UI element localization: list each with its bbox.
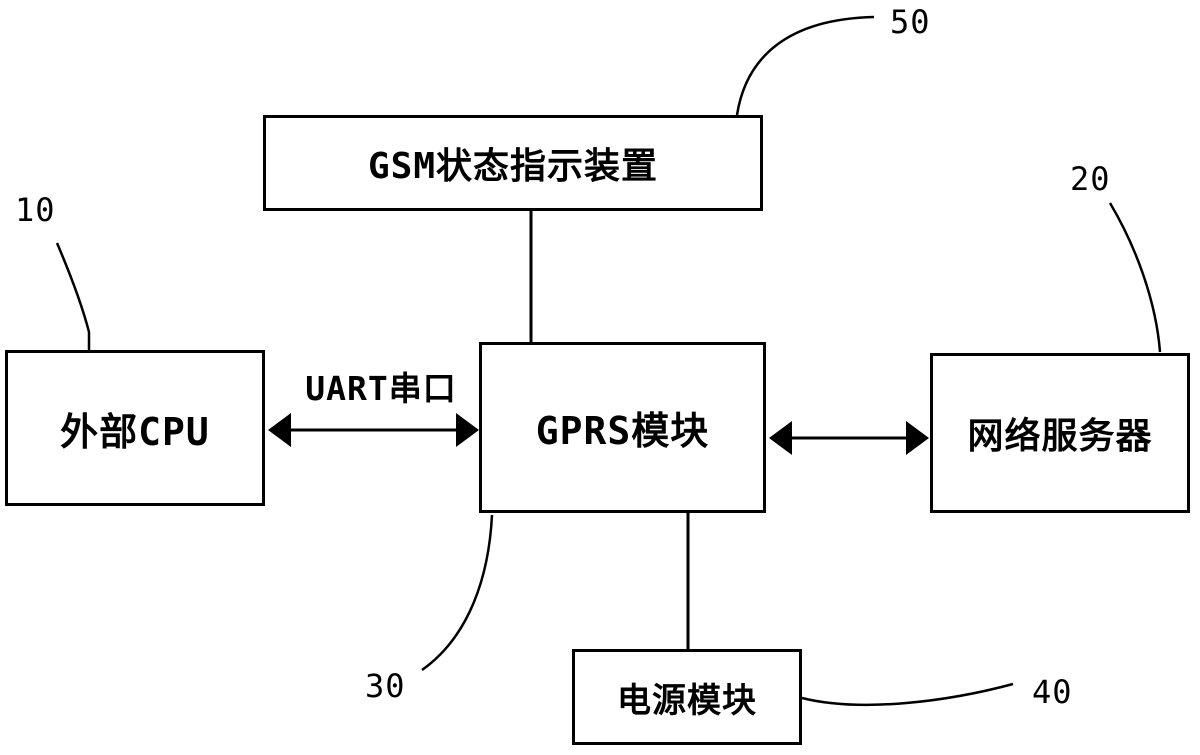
reference-number-10: 10 [15, 191, 56, 229]
node-gprs-module: GPRS模块 [479, 342, 766, 513]
leader-line-ref-10 [55, 242, 91, 350]
node-power-module: 电源模块 [572, 649, 802, 745]
node-gsm-status-indicator: GSM状态指示装置 [263, 115, 763, 211]
leader-line-ref-40 [801, 682, 1014, 707]
node-gprs-module-label: GPRS模块 [535, 409, 710, 453]
uart-serial-port-label: UART串口 [305, 369, 457, 408]
node-external-cpu: 外部CPU [5, 350, 265, 506]
node-network-server-label: 网络服务器 [967, 416, 1153, 457]
leader-line-ref-30 [421, 514, 494, 672]
node-gsm-status-indicator-label: GSM状态指示装置 [367, 146, 659, 187]
node-network-server: 网络服务器 [930, 353, 1190, 513]
reference-number-20: 20 [1070, 160, 1111, 198]
reference-number-40: 40 [1032, 673, 1073, 711]
arrow-cpu-gprs [268, 413, 479, 447]
leader-line-ref-50 [735, 15, 875, 116]
reference-number-50: 50 [890, 3, 931, 41]
reference-number-30: 30 [365, 667, 406, 705]
arrow-gprs-server [769, 421, 929, 455]
node-external-cpu-label: 外部CPU [60, 409, 210, 454]
node-power-module-label: 电源模块 [617, 680, 757, 721]
leader-line-ref-20 [1108, 202, 1162, 353]
